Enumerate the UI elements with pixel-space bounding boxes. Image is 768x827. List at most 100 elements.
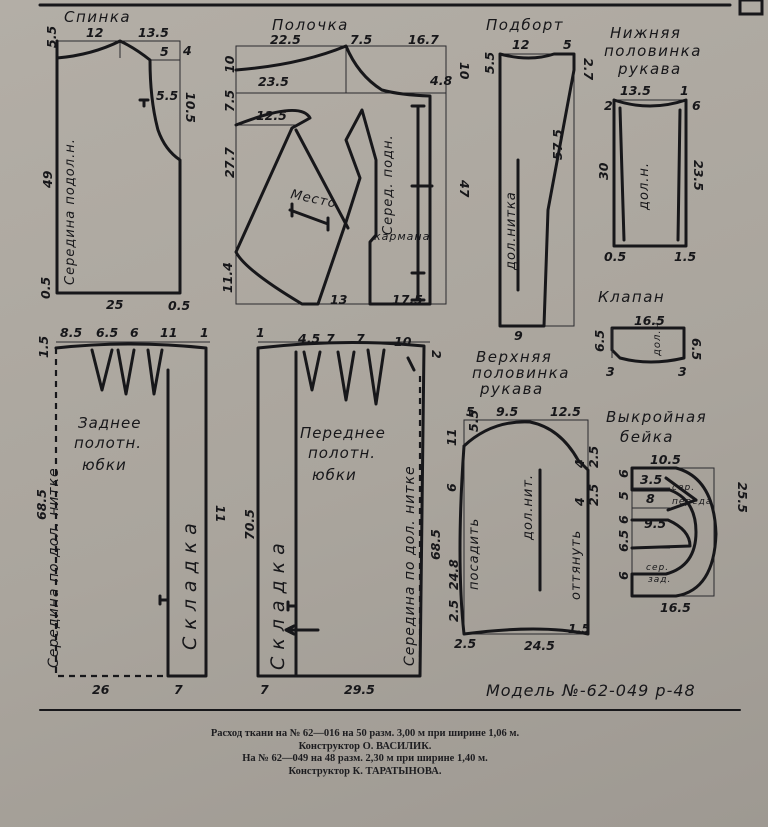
piece-under-sleeve: Нижняя половинка рукава 13.5 1 2 6 30 до… <box>596 24 706 264</box>
upper-sleeve-ease-label: посадить <box>467 518 482 590</box>
front-skirt-dim-top-right: 2 <box>429 350 444 359</box>
footer-line-1: Расход ткани на № 62—016 на 50 разм. 3,0… <box>210 728 520 739</box>
back-skirt-dim-dart-a: 6.5 <box>96 325 118 340</box>
back-skirt-dim-top-left: 8.5 <box>60 325 82 340</box>
facing-dim-left-top: 5.5 <box>482 52 497 74</box>
front-dim-level-3: 12.5 <box>256 108 287 123</box>
back-skirt-pleat-label: Складка <box>179 516 201 650</box>
front-dim-hem-b: 17.5 <box>392 292 423 307</box>
front-skirt-label-1: Переднее <box>300 424 386 442</box>
piece-upper-sleeve: Верхняя половинка рукава 5 9.5 12.5 5.5 … <box>444 348 601 653</box>
under-sleeve-dim-side: 23.5 <box>691 160 706 191</box>
under-sleeve-dim-bottom-right: 1.5 <box>674 249 696 264</box>
front-dim-top-a: 22.5 <box>270 32 301 47</box>
upper-sleeve-dim-left-b: 11 <box>444 429 459 446</box>
back-skirt-center-label: Середина по дол. нитке <box>46 467 62 668</box>
bias-dim-bottom: 16.5 <box>660 600 691 615</box>
front-dim-neck-b: 10 <box>457 62 472 80</box>
back-center-label: Середина подол.н. <box>63 138 78 285</box>
piece-back-skirt: 8.5 6.5 6 11 1 1.5 Середина по дол. нитк… <box>34 325 228 697</box>
facing-dim-right-top: 2.7 <box>581 58 596 80</box>
under-sleeve-dim-right: 6 <box>692 98 701 113</box>
front-skirt-pleat-label: Складка <box>267 536 289 670</box>
sheet-border <box>38 0 764 16</box>
footer-line-4: Конструктор К. ТАРАТЫНОВА. <box>288 765 442 777</box>
flap-dim-right: 6.5 <box>689 338 704 360</box>
bias-label-a: сер. <box>672 483 695 493</box>
back-dim-top-right: 13.5 <box>138 25 169 40</box>
back-dim-hem-width: 25 <box>106 297 124 312</box>
back-dim-shoulder-b: 4 <box>182 43 192 58</box>
facing-dim-top-b: 5 <box>563 37 572 52</box>
upper-sleeve-title-1: Верхняя <box>476 348 552 366</box>
upper-sleeve-dim-right-a: 4 <box>572 459 587 469</box>
back-skirt-dim-dart-b: 6 <box>130 325 139 340</box>
front-pocket-place: Место <box>289 187 338 211</box>
bias-dim-r1: 3.5 <box>640 472 662 487</box>
model-label: Модель №-62-049 р-48 <box>486 681 696 700</box>
bias-label-b: переда <box>672 497 712 507</box>
piece-flap: Клапан 16.5 6.5 дол.н 6.5 3 3 <box>592 288 704 379</box>
under-sleeve-dim-bottom-left: 0.5 <box>604 249 626 264</box>
back-dim-shoulder-a: 5 <box>160 44 169 59</box>
upper-sleeve-dim-bottom-left: 2.5 <box>454 636 476 651</box>
flap-dim-left: 6.5 <box>592 330 607 352</box>
under-sleeve-dim-height: 30 <box>596 162 611 180</box>
back-skirt-label-3: юбки <box>82 456 127 474</box>
fabric-footer: Расход ткани на № 62—016 на 50 разм. 3,0… <box>150 728 580 778</box>
upper-sleeve-dim-left-c: 6 <box>444 483 459 492</box>
bias-label-d: зад. <box>648 575 671 585</box>
front-pocket-label: кармана <box>374 230 430 243</box>
back-dim-length: 49 <box>40 170 55 189</box>
bias-dim-left-d: 6.5 <box>616 530 631 552</box>
footer-line-3: На № 62—049 на 48 разм. 2,30 м при ширин… <box>242 753 488 764</box>
bias-title-2: бейка <box>620 428 674 446</box>
under-sleeve-title-2: половинка <box>604 42 702 60</box>
front-dim-neck-a: 10 <box>222 55 237 73</box>
front-dim-level-2: 7.5 <box>222 90 237 112</box>
back-skirt-dim-dart-c: 11 <box>160 325 177 340</box>
piece-bias: Выкройная бейка 10.5 3.5 8 сер. переда 9… <box>606 408 750 615</box>
facing-dim-bottom: 9 <box>514 328 523 343</box>
back-skirt-dim-left-top: 1.5 <box>36 336 51 358</box>
front-title: Полочка <box>272 16 349 34</box>
upper-sleeve-dim-bottom: 24.5 <box>524 638 555 653</box>
front-dim-bottom-left: 11.4 <box>220 262 235 293</box>
bias-dim-right: 25.5 <box>735 482 750 513</box>
piece-front: Полочка 22.5 7.5 16.7 10 10 23.5 4.8 7.5… <box>220 16 472 307</box>
bias-title-1: Выкройная <box>606 408 707 426</box>
under-sleeve-grain: дол.н. <box>637 162 652 211</box>
back-skirt-dim-right-len: 11 <box>213 505 228 522</box>
bias-dim-left-b: 5 <box>616 491 631 500</box>
upper-sleeve-dim-bottom-right: 1.5 <box>568 621 590 636</box>
upper-sleeve-title-3: рукава <box>479 380 544 398</box>
bias-dim-r3: 9.5 <box>644 516 666 531</box>
facing-dim-length: 57.5 <box>550 129 565 160</box>
flap-dim-bottom-left: 3 <box>606 364 615 379</box>
bias-dim-top: 10.5 <box>650 452 681 467</box>
facing-grain: дол.нитка <box>504 191 519 271</box>
upper-sleeve-dim-right-b: 2.5 <box>586 446 601 468</box>
front-skirt-dim-length: 70.5 <box>242 509 257 540</box>
back-dim-hem-rise-right: 0.5 <box>168 298 190 313</box>
bias-dim-r2: 8 <box>646 491 655 506</box>
flap-dim-top: 16.5 <box>634 313 665 328</box>
back-dim-armhole-height: 10.5 <box>183 92 198 123</box>
upper-sleeve-grain: дол.нит. <box>521 474 536 541</box>
front-dim-top-b: 7.5 <box>350 32 372 47</box>
back-skirt-label-2: полотн. <box>74 434 142 452</box>
upper-sleeve-dim-bottom-left-b: 2.5 <box>446 600 461 622</box>
upper-sleeve-dim-right-d: 2.5 <box>586 484 601 506</box>
under-sleeve-dim-left: 2 <box>604 98 613 113</box>
piece-back: Спинка 12 13.5 5.5 5 4 5.5 10.5 49 Серед… <box>38 8 198 313</box>
piece-front-skirt: 1 4.5 7 7 10 2 70.5 Складка Переднее пол… <box>242 325 444 697</box>
front-skirt-label-2: полотн. <box>308 444 376 462</box>
front-skirt-label-3: юбки <box>312 466 357 484</box>
front-dim-right-height: 47 <box>457 179 472 198</box>
under-sleeve-title-3: рукава <box>617 60 682 78</box>
under-sleeve-dim-top: 13.5 <box>620 83 651 98</box>
front-skirt-dim-right-len: 68.5 <box>428 529 443 560</box>
back-skirt-dim-length: 68.5 <box>34 489 49 520</box>
